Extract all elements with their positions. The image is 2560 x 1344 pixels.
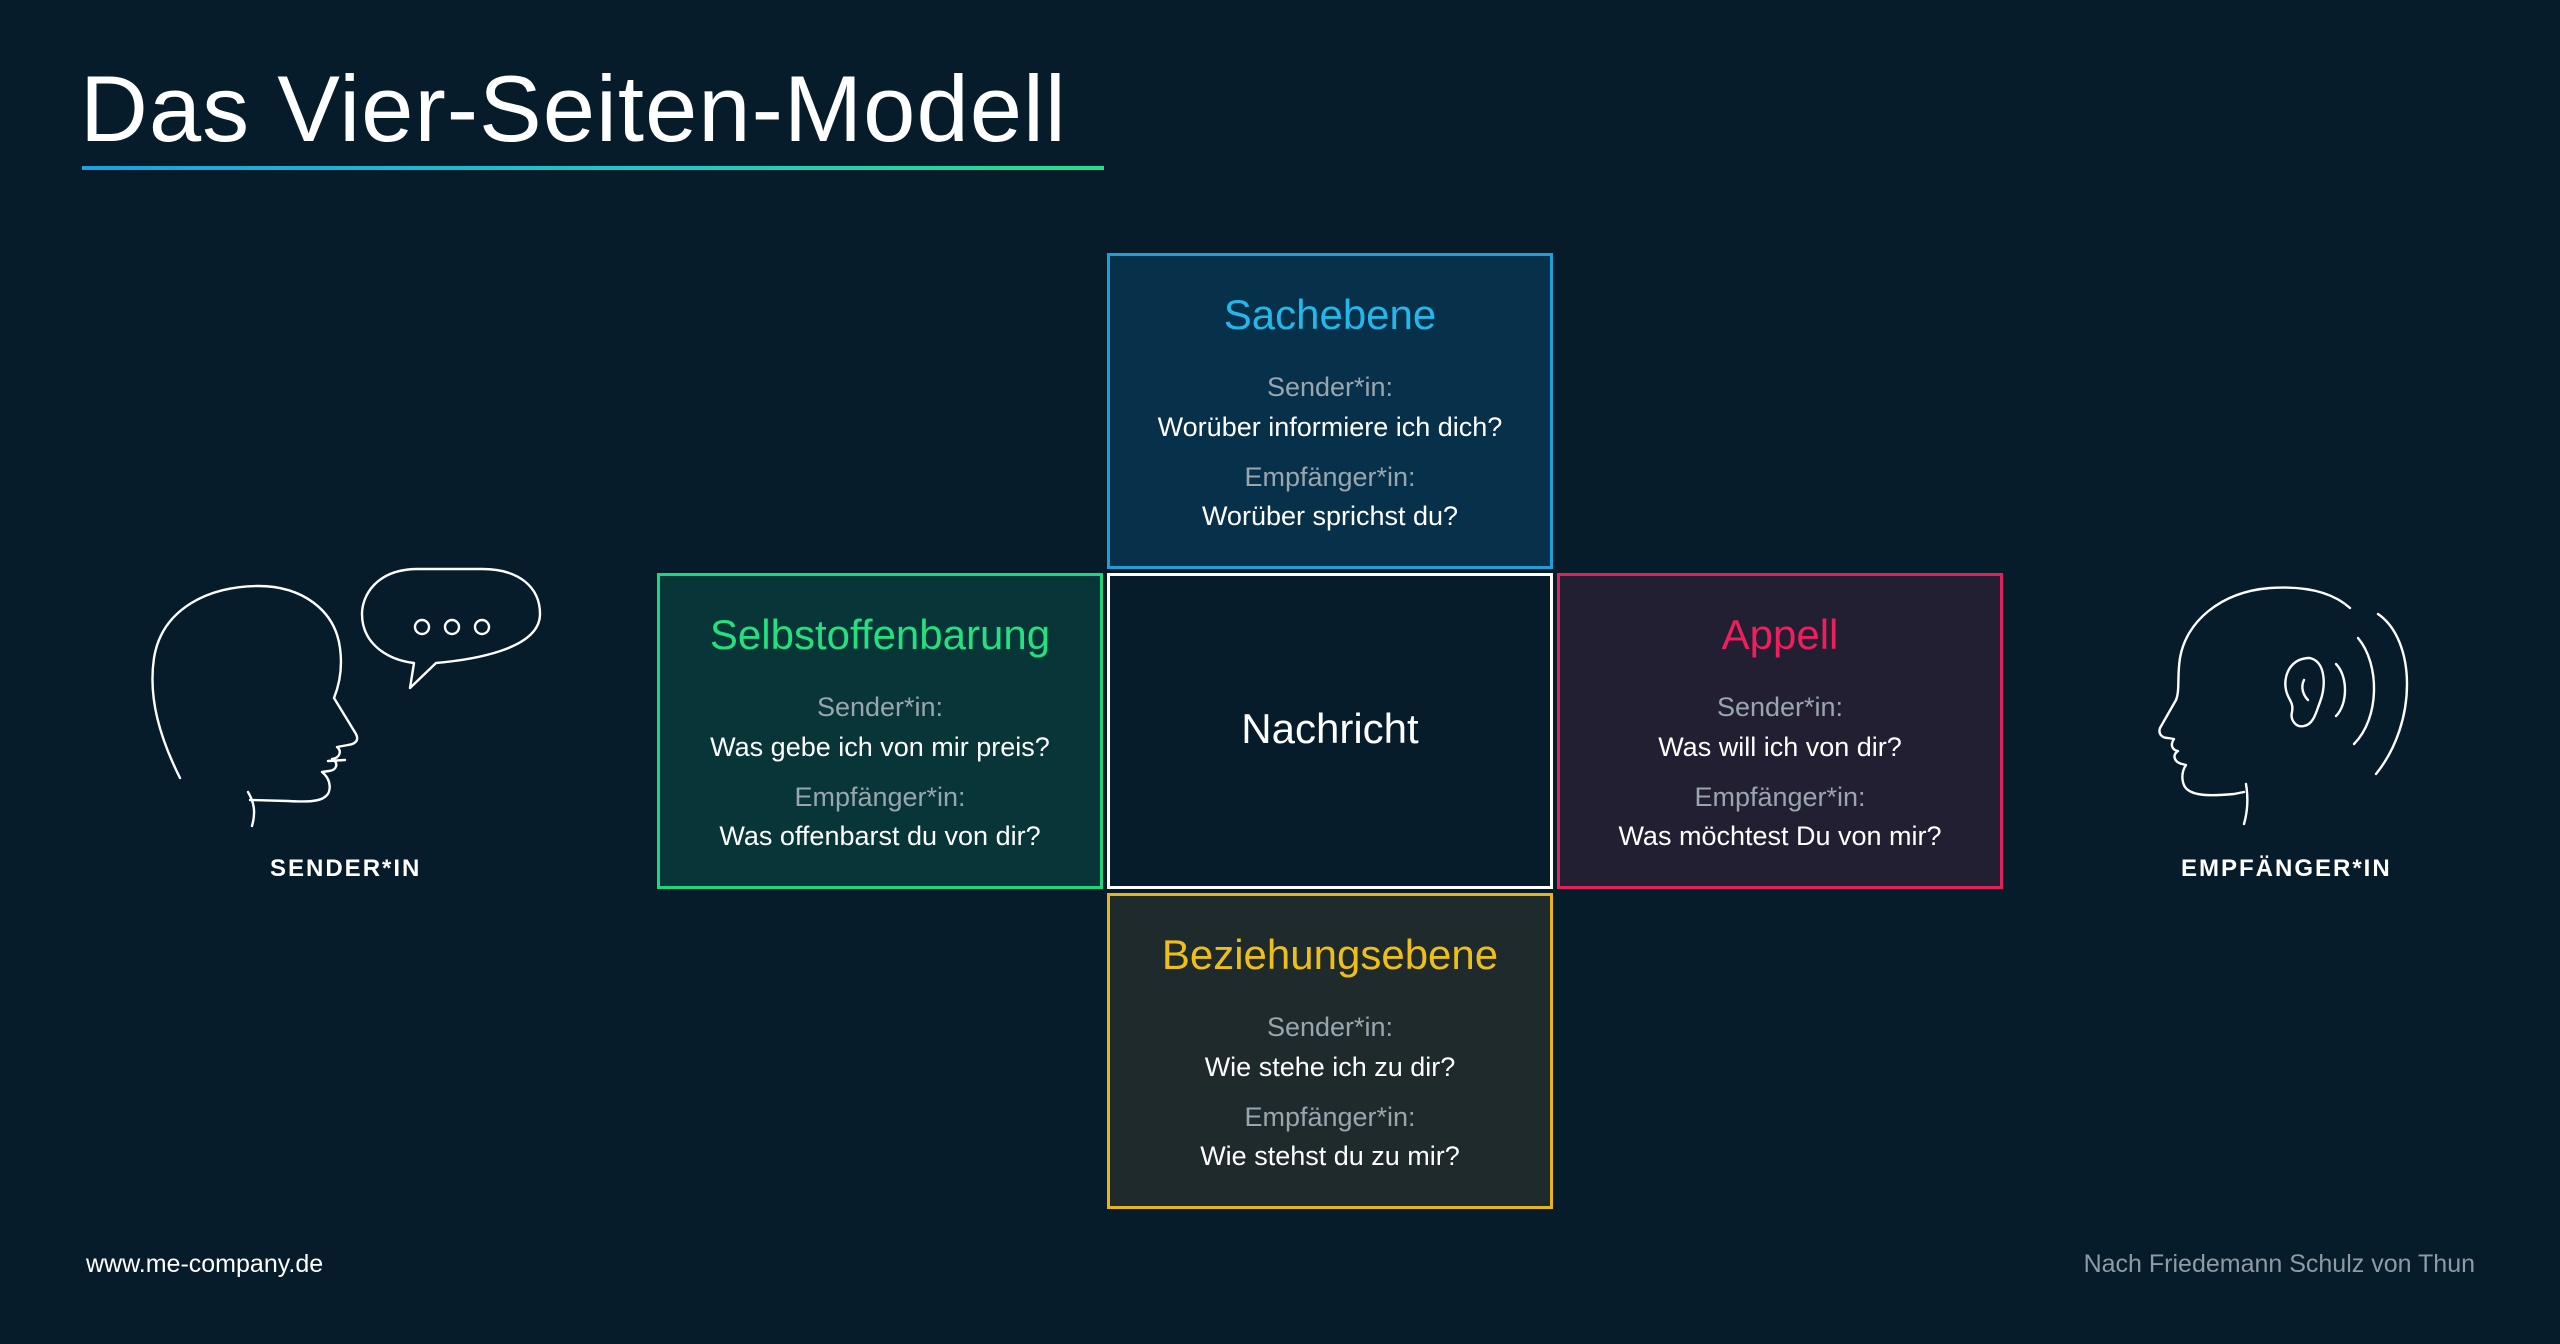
selbstoffenbarung-receiver-question: Was offenbarst du von dir?: [719, 821, 1041, 851]
sender-label: SENDER*IN: [270, 855, 422, 882]
box-selbstoffenbarung: Selbstoffenbarung Sender*in: Was gebe ic…: [657, 573, 1103, 889]
beziehungsebene-receiver-question: Wie stehst du zu mir?: [1200, 1141, 1460, 1171]
appell-sender-label: Sender*in:: [1716, 692, 1844, 722]
beziehungsebene-sender-label: Sender*in:: [1266, 1012, 1394, 1042]
beziehungsebene-receiver-label: Empfänger*in:: [1244, 1102, 1416, 1132]
speech-bubble-icon: [360, 567, 542, 690]
page-title: Das Vier-Seiten-Modell: [80, 56, 1067, 161]
sender-figure: [130, 548, 550, 838]
appell-receiver-label: Empfänger*in:: [1694, 782, 1866, 812]
ear-icon: [2284, 656, 2325, 728]
selbstoffenbarung-sender-label: Sender*in:: [816, 692, 944, 722]
beziehungsebene-heading: Beziehungsebene: [1161, 931, 1499, 978]
appell-sender-question: Was will ich von dir?: [1658, 732, 1902, 762]
sachebene-sender-label: Sender*in:: [1266, 372, 1394, 402]
credit-text: Nach Friedemann Schulz von Thun: [2083, 1250, 2475, 1278]
beziehungsebene-sender-question: Wie stehe ich zu dir?: [1204, 1052, 1456, 1082]
receiver-label: EMPFÄNGER*IN: [2181, 855, 2392, 882]
appell-receiver-question: Was möchtest Du von mir?: [1618, 821, 1942, 851]
box-sachebene: Sachebene Sender*in: Worüber informiere …: [1107, 253, 1553, 569]
box-beziehungsebene: Beziehungsebene Sender*in: Wie stehe ich…: [1107, 893, 1553, 1209]
title-underline: [82, 166, 1104, 170]
head-profile-icon: [2158, 586, 2352, 826]
sachebene-receiver-label: Empfänger*in:: [1244, 462, 1416, 492]
sachebene-receiver-question: Worüber sprichst du?: [1201, 501, 1459, 531]
selbstoffenbarung-sender-question: Was gebe ich von mir preis?: [710, 732, 1050, 762]
nachricht-label: Nachricht: [1241, 705, 1419, 752]
box-appell: Appell Sender*in: Was will ich von dir? …: [1557, 573, 2003, 889]
head-profile-icon: [151, 584, 359, 828]
receiver-figure: [2140, 578, 2440, 838]
sound-waves-icon: [2334, 612, 2409, 776]
sachebene-heading: Sachebene: [1223, 291, 1437, 338]
sachebene-sender-question: Worüber informiere ich dich?: [1157, 412, 1503, 442]
selbstoffenbarung-heading: Selbstoffenbarung: [709, 611, 1051, 658]
box-nachricht: Nachricht: [1107, 573, 1553, 889]
website-link[interactable]: www.me-company.de: [86, 1250, 324, 1278]
selbstoffenbarung-receiver-label: Empfänger*in:: [794, 782, 966, 812]
appell-heading: Appell: [1721, 611, 1839, 658]
